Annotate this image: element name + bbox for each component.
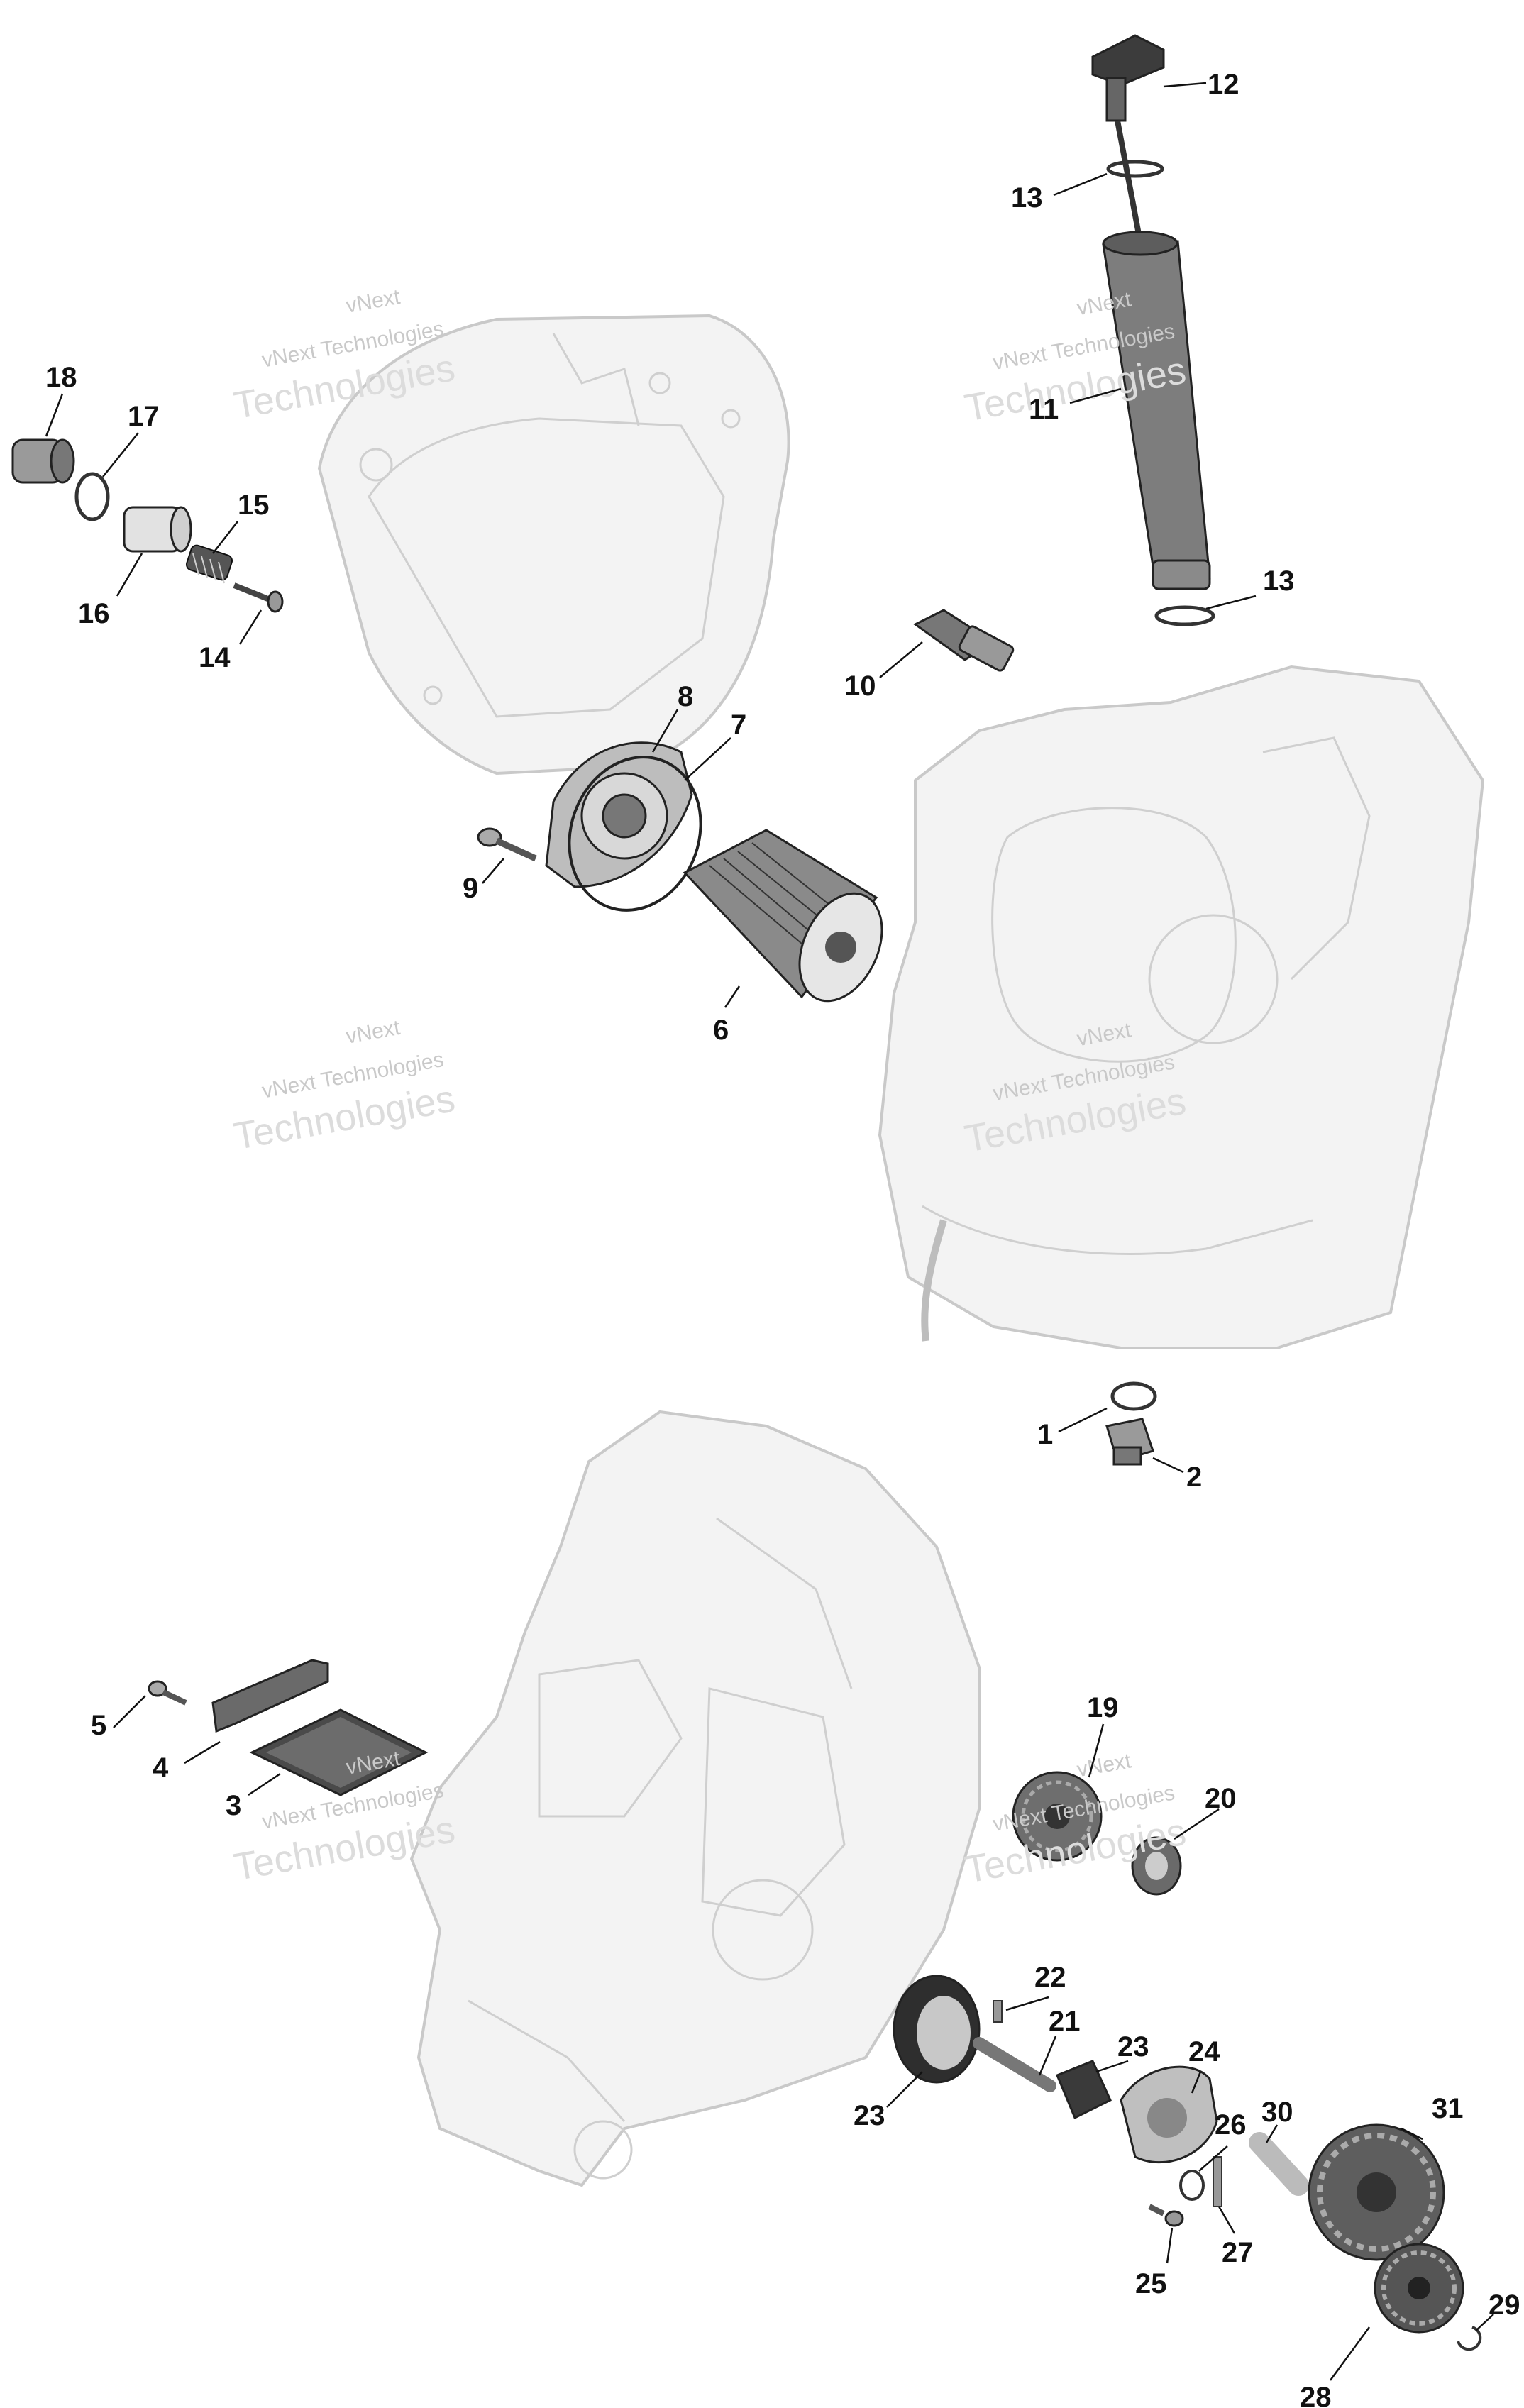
crankcase-lower-ghost: [409, 1410, 981, 2187]
part-25-screw: [1148, 2204, 1184, 2227]
callout-9: 9: [463, 873, 478, 904]
callout-25: 25: [1135, 2268, 1167, 2299]
callout-2: 2: [1186, 1462, 1202, 1493]
callout-26: 26: [1215, 2109, 1247, 2141]
part-15-spring: [185, 544, 233, 584]
callout-5: 5: [91, 1710, 106, 1741]
part-19-gear: [1012, 1771, 1103, 1862]
callout-24: 24: [1188, 2036, 1220, 2067]
part-17-o-ring: [74, 472, 110, 521]
callout-4: 4: [153, 1752, 169, 1784]
part-4-bracket: [211, 1659, 329, 1733]
watermark-mid-left: vNext vNext Technologies Technologies: [231, 1016, 458, 1158]
leader-lines: [45, 82, 1494, 2381]
callout-29: 29: [1489, 2290, 1520, 2321]
callout-7: 7: [731, 709, 746, 741]
callout-labels: 18 17 15 16 14 12 13 11 13 10 8 7 9 6 1 …: [45, 69, 1520, 2408]
part-5-screw: [148, 1680, 187, 1706]
svg-text:vNext: vNext: [344, 285, 402, 318]
callout-1: 1: [1037, 1419, 1053, 1450]
part-30-shaft: [1249, 2132, 1309, 2196]
crankcase-upper-ghost: [878, 665, 1485, 1349]
part-27-pin: [1213, 2156, 1222, 2207]
part-14-bolt: [233, 582, 284, 613]
callout-18: 18: [45, 362, 77, 393]
part-16-sleeve: [123, 506, 192, 553]
callout-16: 16: [78, 598, 110, 629]
callout-28: 28: [1300, 2382, 1332, 2408]
part-12-dipstick-cap: [1091, 34, 1165, 235]
callout-27: 27: [1222, 2237, 1254, 2268]
part-26-washer: [1179, 2170, 1205, 2201]
part-20-seal: [1131, 1836, 1182, 1896]
callout-31: 31: [1432, 2093, 1464, 2124]
part-3-screen: [249, 1708, 429, 1796]
part-13-o-ring-upper: [1106, 160, 1164, 178]
part-22-pin: [993, 2000, 1003, 2023]
callout-21: 21: [1049, 2006, 1081, 2037]
callout-8: 8: [678, 681, 693, 712]
callout-23b: 23: [1117, 2031, 1149, 2062]
part-23-inner-rotor: [1056, 2060, 1112, 2120]
svg-text:vNext: vNext: [1075, 1749, 1133, 1782]
callout-10: 10: [844, 670, 876, 702]
callout-17: 17: [128, 401, 160, 432]
part-9-bolt: [477, 827, 537, 862]
part-18-cap: [11, 438, 75, 484]
part-23-outer-rotor: [893, 1975, 981, 2084]
callout-23a: 23: [854, 2100, 885, 2131]
part-1-washer: [1110, 1381, 1157, 1411]
part-28-gear: [1374, 2243, 1464, 2334]
callout-12: 12: [1208, 69, 1239, 100]
callout-20: 20: [1205, 1783, 1237, 1814]
callout-3: 3: [226, 1790, 241, 1821]
callout-19: 19: [1087, 1692, 1119, 1723]
callout-15: 15: [238, 490, 270, 521]
part-8-filter-cover: [545, 741, 693, 888]
callout-22: 22: [1034, 1962, 1066, 1993]
part-2-drain-plug: [1105, 1418, 1154, 1466]
part-10-fitting: [913, 609, 1015, 672]
part-11-dipstick-tube: [1102, 231, 1211, 590]
part-13-o-ring-lower: [1154, 605, 1215, 626]
part-21-shaft: [973, 2037, 1056, 2092]
part-24-pump-cover: [1120, 2065, 1218, 2164]
callout-11: 11: [1029, 394, 1059, 425]
part-6-oil-filter: [683, 829, 883, 1003]
callout-6: 6: [713, 1015, 729, 1046]
callout-30: 30: [1261, 2097, 1293, 2128]
callout-13b: 13: [1263, 565, 1295, 597]
part-31-gear: [1308, 2123, 1445, 2261]
callout-14: 14: [199, 642, 231, 673]
part-7-o-ring: [568, 756, 702, 912]
svg-text:vNext: vNext: [344, 1016, 402, 1049]
part-29-circlip: [1457, 2326, 1482, 2351]
callout-13a: 13: [1011, 182, 1043, 214]
clutch-cover-ghost: [317, 314, 790, 775]
